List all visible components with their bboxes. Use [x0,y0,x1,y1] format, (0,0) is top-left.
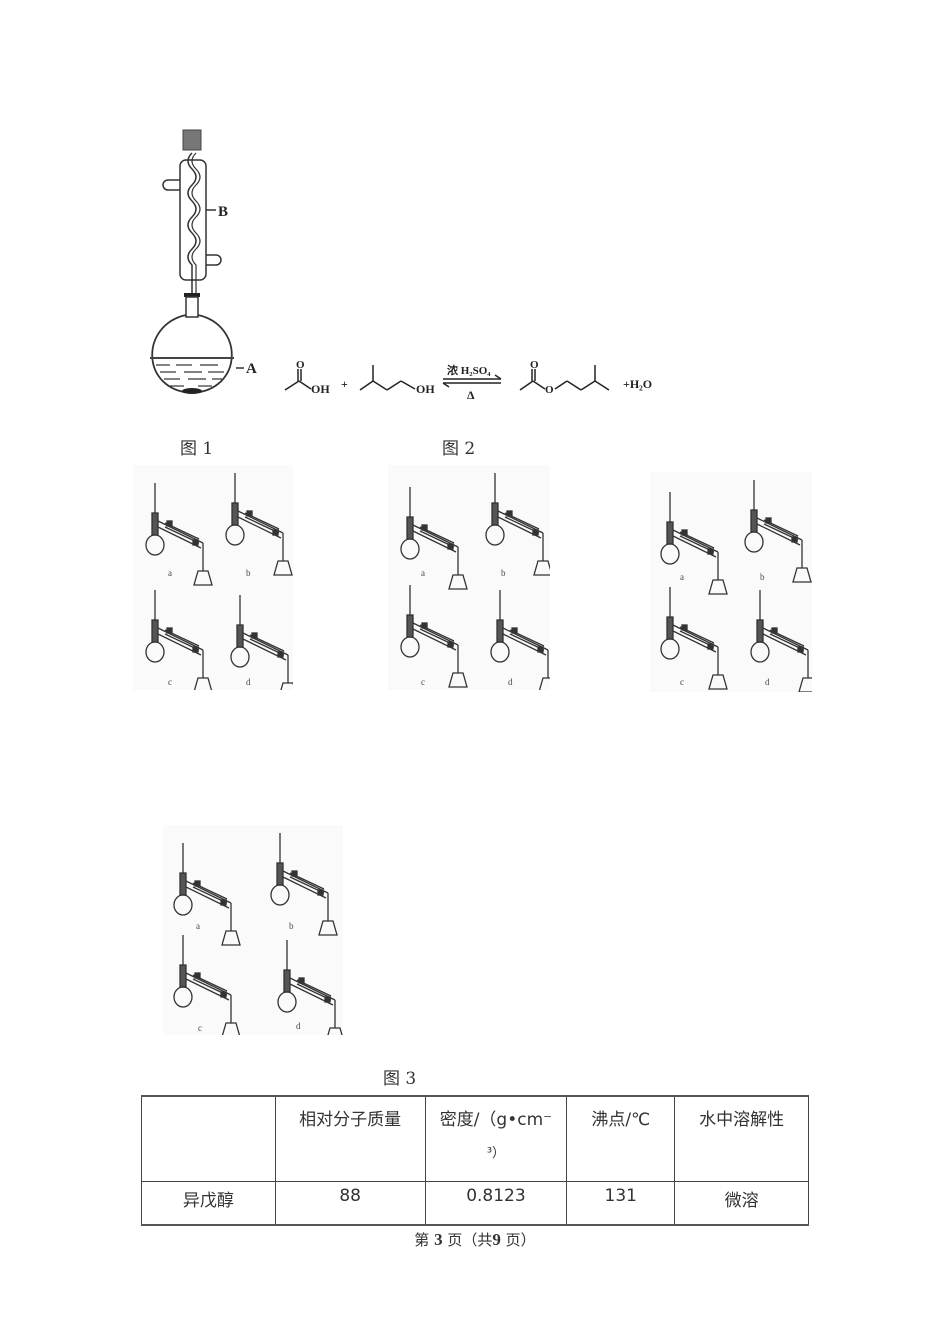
footer-total-pages: 9 [492,1230,501,1249]
distillation-panel-2: a b c d [388,465,558,693]
distillation-setups-icon [660,479,818,693]
distillation-setups-icon [173,832,345,1043]
table-row: 异戊醇 88 0.8123 131 微溶 [141,1181,809,1226]
reactant2-oh: OH [416,382,435,396]
panel-label-b: b [501,568,506,578]
cell-density: 0.8123 [424,1181,568,1226]
reaction-scheme-icon: O OH + OH 浓 H₂SO₄ Δ O O +H₂O [284,359,652,402]
panel-label-b: b [760,572,765,582]
footer-suffix: 页） [505,1231,536,1249]
cell-boiling-point: 131 [566,1181,676,1226]
catalyst-label: 浓 H₂SO₄ [447,363,491,377]
panel-label-c: c [168,677,172,687]
footer-prefix: 第 [414,1231,430,1249]
reflux-apparatus-icon: B A [150,129,257,394]
header-cell-density: 密度/（g•cm⁻ ³） [424,1095,568,1182]
label-a: A [246,361,257,377]
ester-oxygen: O [545,384,554,396]
panel-label-d: d [765,677,770,687]
panel-label-b: b [289,921,294,931]
properties-table: 相对分子质量 密度/（g•cm⁻ ³） 沸点/℃ 水中溶解性 异戊醇 88 0.… [141,1095,809,1226]
reactant1-oh: OH [311,382,330,396]
density-header-line2: ³） [486,1146,506,1161]
header-cell-boiling-point: 沸点/℃ [566,1095,676,1182]
distillation-panel-3: a b c d [650,472,818,693]
figure-3-caption: 图 3 [383,1069,417,1089]
header-cell-solubility: 水中溶解性 [674,1095,809,1182]
figure-1-reflux-apparatus: B A [140,125,280,405]
header-cell-molar-mass: 相对分子质量 [274,1095,426,1182]
condition-label: Δ [467,388,475,402]
footer-middle: 页（共 [447,1231,493,1249]
panel-label-c: c [421,677,425,687]
panel-label-d: d [508,677,513,687]
panel-label-a: a [421,568,425,578]
figure-1-caption: 图 1 [180,439,214,459]
panel-label-a: a [680,572,684,582]
plus-sign: + [341,377,348,391]
distillation-setups-icon [400,472,558,693]
distillation-panel-1: a b c d [133,465,298,698]
footer-page-number: 3 [434,1230,443,1249]
distillation-setups-icon [145,472,298,698]
panel-label-a: a [196,921,200,931]
cell-molar-mass: 88 [274,1181,426,1226]
svg-text:O: O [296,359,305,371]
cell-substance: 异戊醇 [141,1181,276,1226]
page-footer: 第 3 页（共9 页） [0,1229,950,1250]
panel-label-b: b [246,568,251,578]
panel-label-a: a [168,568,172,578]
water-product: +H₂O [623,377,652,391]
density-header-line1: 密度/（g•cm⁻ [439,1110,553,1130]
header-cell-empty [141,1095,276,1182]
panel-label-c: c [198,1023,202,1033]
cell-solubility: 微溶 [674,1181,809,1226]
svg-text:O: O [530,359,539,371]
panel-label-d: d [296,1021,301,1031]
table-header-row: 相对分子质量 密度/（g•cm⁻ ³） 沸点/℃ 水中溶解性 [141,1095,809,1182]
figure-2-caption: 图 2 [442,439,476,459]
panel-label-d: d [246,677,251,687]
label-b: B [218,204,228,220]
figure-2-reaction-scheme: O OH + OH 浓 H₂SO₄ Δ O O +H₂O [275,345,670,405]
panel-label-c: c [680,677,684,687]
distillation-panel-4: a b c d [163,825,345,1043]
